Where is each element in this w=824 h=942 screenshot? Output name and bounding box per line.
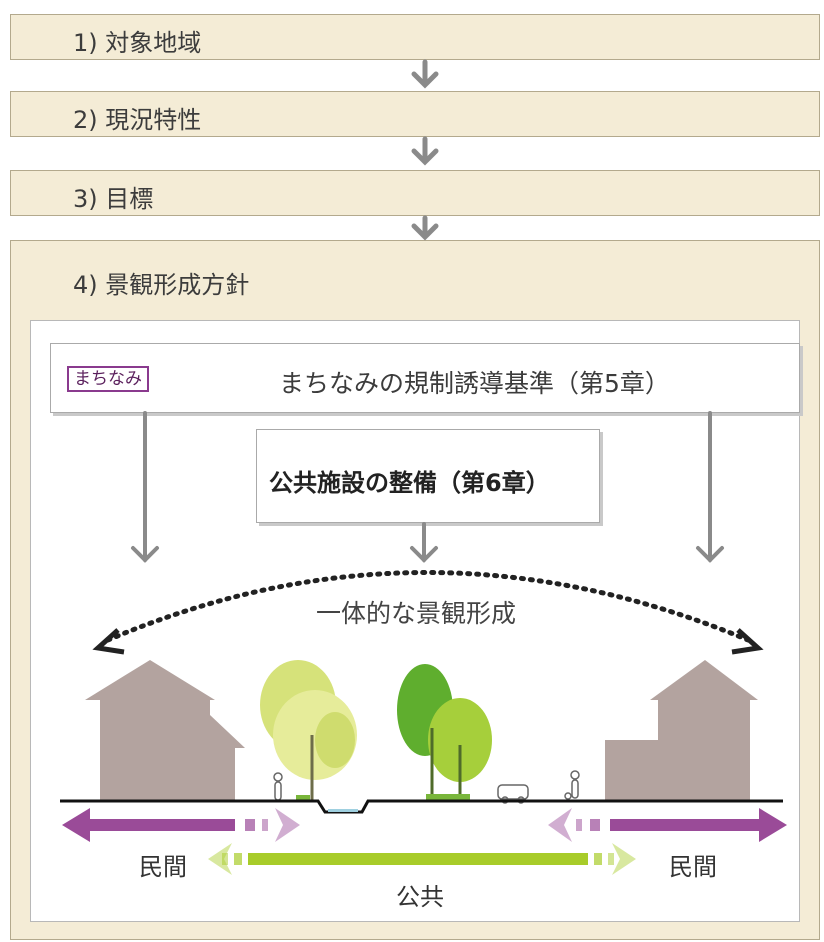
step-1-label: 1) 対象地域 xyxy=(73,29,202,57)
step-3-label: 3) 目標 xyxy=(73,185,154,213)
public-facility-box: 公共施設の整備（第6章） xyxy=(256,429,600,523)
pedestrian-icon xyxy=(273,770,580,801)
step-2-label: 2) 現況特性 xyxy=(73,106,202,134)
house-left-icon xyxy=(85,660,245,800)
step-2-bar: 2) 現況特性 xyxy=(10,91,820,137)
public-facility-label: 公共施設の整備（第6章） xyxy=(269,469,550,497)
down-arrow-icon xyxy=(131,411,724,563)
water-channel xyxy=(328,809,358,812)
public-label: 公共 xyxy=(396,883,444,911)
regulation-box: まちなみ まちなみの規制誘導基準（第5章） xyxy=(50,343,800,413)
public-arrow-icon xyxy=(208,843,636,875)
integrated-arc xyxy=(105,570,751,643)
regulation-label: まちなみの規制誘導基準（第5章） xyxy=(279,369,670,398)
ground-line xyxy=(60,799,783,814)
private-arrow-left-icon xyxy=(62,808,300,842)
integrated-landscape-label: 一体的な景観形成 xyxy=(316,599,517,628)
private-arrow-right-icon xyxy=(548,808,787,842)
arc-arrowhead-right-icon xyxy=(731,628,764,655)
step-1-bar: 1) 対象地域 xyxy=(10,14,820,60)
down-arrow-icon xyxy=(411,59,439,241)
step-4-label: 4) 景観形成方針 xyxy=(73,271,250,299)
tree-cluster-center-icon xyxy=(397,664,492,801)
tree-cluster-left-icon xyxy=(260,660,357,801)
step-3-bar: 3) 目標 xyxy=(10,170,820,216)
house-right-icon xyxy=(605,660,758,800)
machinami-tag: まちなみ xyxy=(67,366,149,392)
private-right-label: 民間 xyxy=(669,853,717,881)
private-left-label: 民間 xyxy=(139,853,187,881)
arc-arrowhead-left-icon xyxy=(92,628,125,655)
